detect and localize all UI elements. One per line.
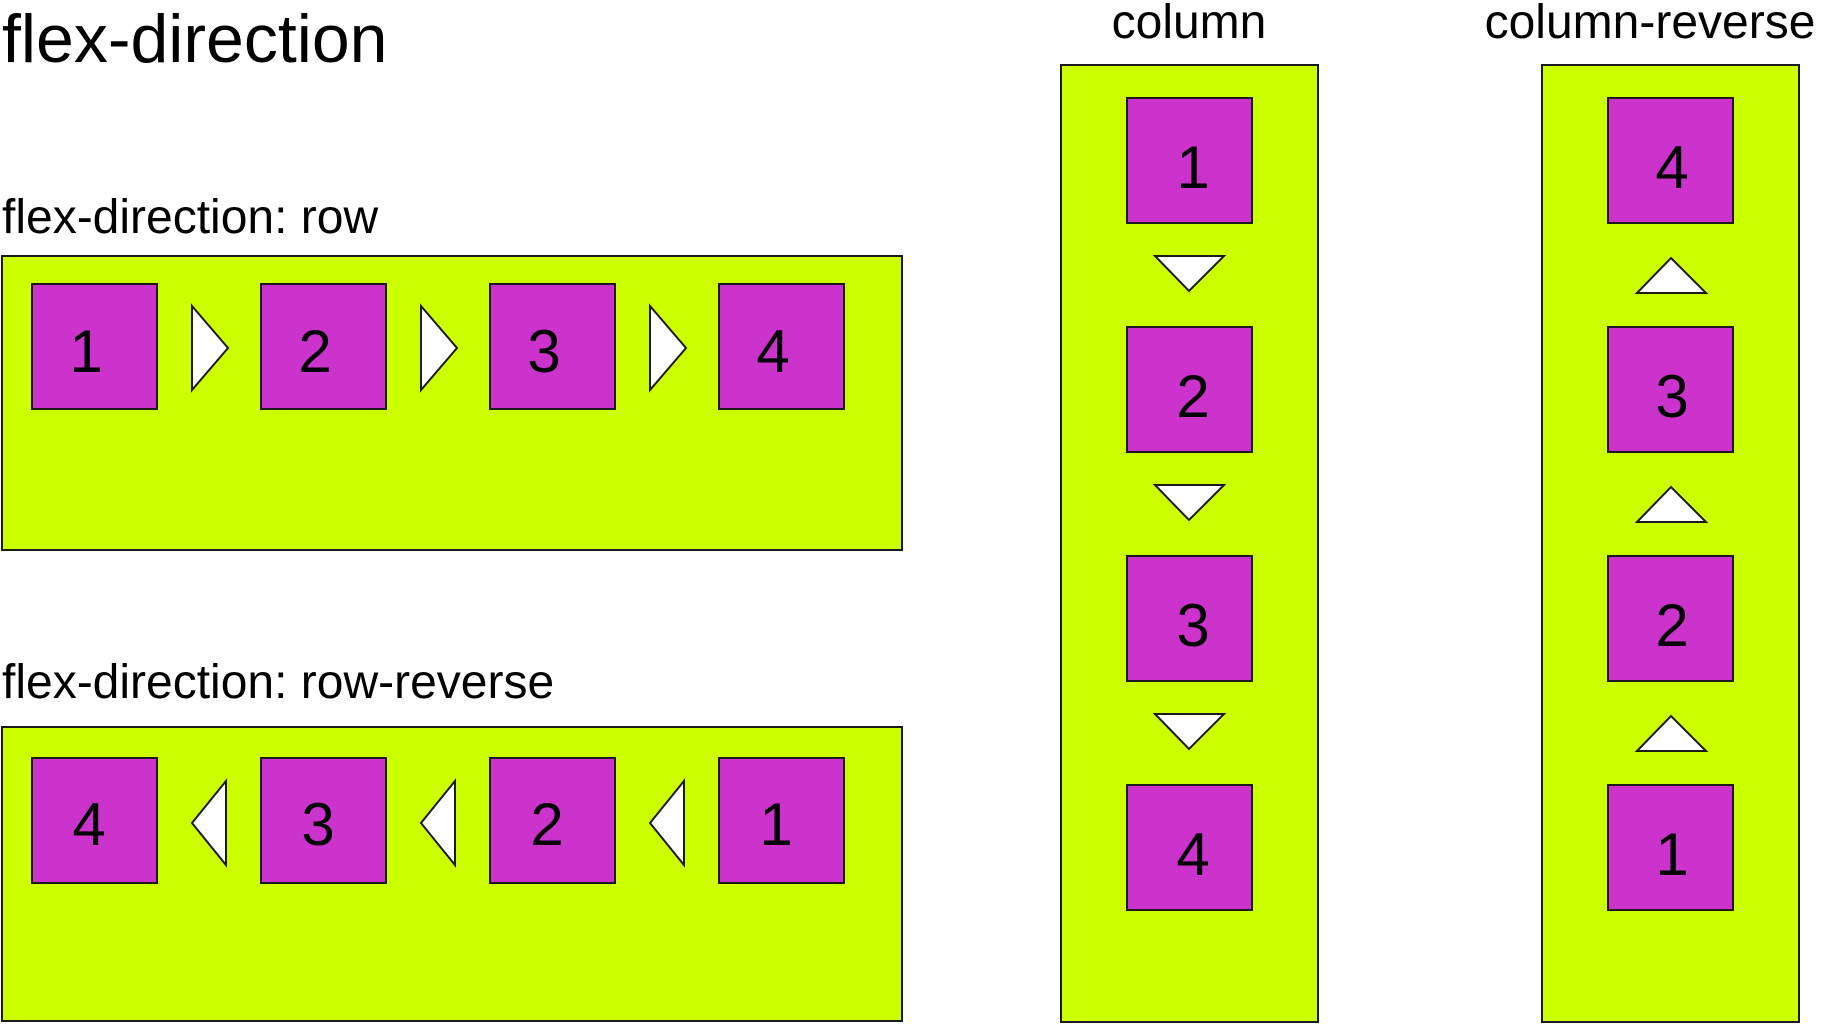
- arrow-right-icon: [191, 303, 230, 393]
- diagram-title: flex-direction: [2, 1, 388, 77]
- column-items: 1 2 3 4: [1126, 97, 1253, 911]
- flex-item: [718, 283, 845, 410]
- column-panel-label: column: [1112, 0, 1267, 49]
- arrow-down-icon: [1152, 484, 1227, 522]
- flex-item: [31, 283, 158, 410]
- arrow-right-icon: [649, 303, 688, 393]
- flex-item: [260, 757, 387, 884]
- row-reverse-panel-label: flex-direction: row-reverse: [2, 656, 554, 709]
- flex-item: [1607, 784, 1734, 911]
- flex-item-number: 1: [759, 791, 792, 858]
- arrow-left-icon: [419, 778, 456, 868]
- flex-item-number: 3: [1655, 363, 1688, 430]
- flex-item-number: 3: [527, 318, 560, 385]
- flex-item: [1607, 326, 1734, 453]
- flex-item: [718, 757, 845, 884]
- flex-item: [1607, 555, 1734, 682]
- column-reverse-items: 4 3 2 1: [1607, 97, 1734, 911]
- row-reverse-items: 4 3 2 1: [31, 757, 845, 884]
- flex-item-number: 1: [1655, 821, 1688, 888]
- row-items: 1 2 3 4: [31, 283, 845, 410]
- flex-item-number: 3: [301, 791, 334, 858]
- arrow-left-icon: [190, 778, 227, 868]
- arrow-up-icon: [1634, 256, 1709, 294]
- flex-item: [1126, 326, 1253, 453]
- flex-item: [1607, 97, 1734, 224]
- column-reverse-panel-label: column-reverse: [1485, 0, 1816, 49]
- flex-item: [1126, 97, 1253, 224]
- flex-item-number: 4: [72, 791, 105, 858]
- flex-item-number: 4: [756, 318, 789, 385]
- flex-item: [1126, 784, 1253, 911]
- arrow-left-icon: [648, 778, 685, 868]
- row-panel-label: flex-direction: row: [2, 191, 378, 244]
- flex-item-number: 2: [530, 791, 563, 858]
- flex-item-number: 2: [298, 318, 331, 385]
- arrow-down-icon: [1152, 255, 1227, 293]
- flex-item-number: 1: [69, 318, 102, 385]
- flex-item-number: 2: [1176, 363, 1209, 430]
- flex-item: [1126, 555, 1253, 682]
- flex-item: [31, 757, 158, 884]
- arrow-right-icon: [420, 303, 459, 393]
- flex-item: [489, 757, 616, 884]
- arrow-down-icon: [1152, 713, 1227, 751]
- arrow-up-icon: [1634, 714, 1709, 752]
- flex-item-number: 4: [1176, 821, 1209, 888]
- flex-item-number: 3: [1176, 592, 1209, 659]
- column-container: [1060, 64, 1319, 1023]
- flex-item: [260, 283, 387, 410]
- arrow-up-icon: [1634, 485, 1709, 523]
- flex-item-number: 4: [1655, 134, 1688, 201]
- flex-item: [489, 283, 616, 410]
- flex-item-number: 2: [1655, 592, 1688, 659]
- flex-item-number: 1: [1176, 134, 1209, 201]
